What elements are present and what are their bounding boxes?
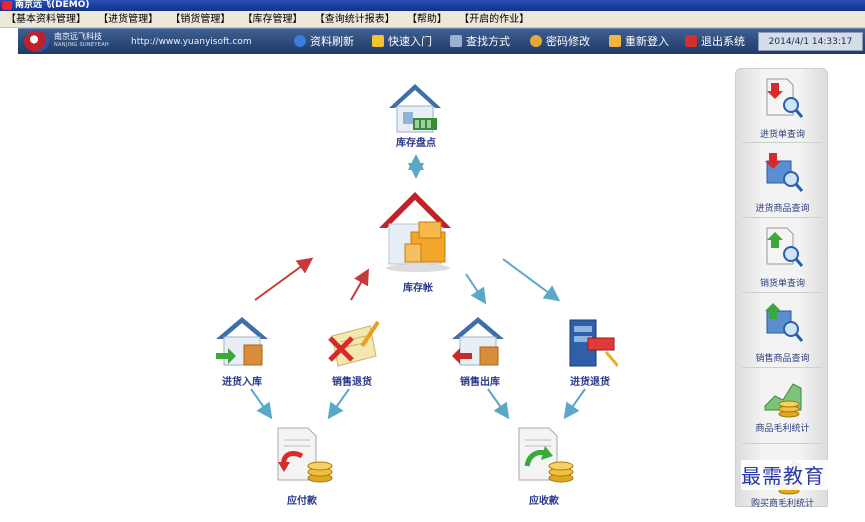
node-sales-out[interactable] <box>448 313 508 373</box>
menu-bar: 【基本资料管理】 【进货管理】 【销货管理】 【库存管理】 【查询统计报表】 【… <box>0 11 865 28</box>
refresh-icon <box>294 35 306 47</box>
sidebar-item-sales-order-query[interactable]: 销货单查询 <box>736 220 829 295</box>
document-coins-receivable-icon <box>518 427 574 483</box>
menu-reports[interactable]: 【查询统计报表】 <box>314 14 395 25</box>
sidebar-divider <box>742 217 822 218</box>
house-inbound-icon <box>216 317 268 366</box>
sidebar-label-buyer-profit-stats: 购买商毛利统计 <box>750 499 814 509</box>
refresh-button[interactable]: 资料刷新 <box>294 33 354 51</box>
warehouse-boxes-icon <box>379 192 451 272</box>
user-key-icon <box>530 35 542 47</box>
arrow-purchase-return-to-receivable <box>563 388 586 420</box>
sidebar-divider <box>742 292 822 293</box>
document-magnifier-icon <box>766 78 803 118</box>
toolbar: 南京远飞科技 NANJING SUNEYEAH http://www.yuany… <box>18 28 865 54</box>
flow-diagram: 库存盘点 库存帐 进货入库 销售退货 <box>0 54 732 507</box>
sidebar-divider <box>742 443 822 444</box>
sidebar-item-purchase-order-query[interactable]: 进货单查询 <box>736 71 829 146</box>
arrow-sales-return-to-account <box>350 268 369 301</box>
search-mode-label: 查找方式 <box>466 35 510 48</box>
label-sales-out: 销售出库 <box>460 377 500 388</box>
sidebar-label-sales-goods-query: 销售商品查询 <box>755 354 810 364</box>
binder-remove-icon <box>569 319 620 367</box>
quick-query-sidebar: 进货单查询 进货商品查询 销货单查询 销售商品查询 <box>735 68 829 509</box>
relogin-button[interactable]: 重新登入 <box>609 33 669 51</box>
sidebar-label-goods-profit-stats: 商品毛利统计 <box>755 424 810 434</box>
sidebar-label-purchase-order-query: 进货单查询 <box>759 130 805 140</box>
chart-coins-icon <box>764 383 802 418</box>
node-inventory-account[interactable] <box>375 184 461 274</box>
arrow-purchase-in-to-payable <box>250 388 273 420</box>
node-inventory-count[interactable] <box>385 78 445 156</box>
label-sales-return: 销售退货 <box>332 377 372 388</box>
sidebar-label-purchase-goods-query: 进货商品查询 <box>755 204 810 214</box>
arrow-sales-return-to-payable <box>327 388 350 420</box>
quick-start-label: 快速入门 <box>388 35 432 48</box>
refresh-label: 资料刷新 <box>310 35 354 48</box>
menu-inventory[interactable]: 【库存管理】 <box>242 14 303 25</box>
menu-sales[interactable]: 【销货管理】 <box>170 14 231 25</box>
company-website: http://www.yuanyisoft.com <box>131 37 252 47</box>
relogin-label: 重新登入 <box>625 35 669 48</box>
arrow-account-to-sales-out <box>465 273 487 305</box>
menu-open-jobs[interactable]: 【开启的作业】 <box>459 14 530 25</box>
menu-basic-data[interactable]: 【基本资料管理】 <box>6 14 86 25</box>
company-block: 南京远飞科技 NANJING SUNEYEAH <box>54 32 109 49</box>
company-english-name: NANJING SUNEYEAH <box>54 42 109 48</box>
arrow-sales-out-to-receivable <box>487 388 510 420</box>
change-password-button[interactable]: 密码修改 <box>530 33 590 51</box>
house-outbound-icon <box>452 317 504 366</box>
sidebar-label-sales-order-query: 销货单查询 <box>759 279 805 289</box>
sidebar-item-purchase-goods-query[interactable]: 进货商品查询 <box>736 145 829 220</box>
search-icon <box>450 35 462 47</box>
label-inventory-account: 库存帐 <box>403 283 433 294</box>
node-purchase-return[interactable] <box>562 314 620 372</box>
label-payable: 应付款 <box>287 496 317 507</box>
arrow-purchase-in-to-account <box>254 257 314 301</box>
login-icon <box>609 35 621 47</box>
label-receivable: 应收款 <box>529 496 559 507</box>
exit-label: 退出系统 <box>701 35 745 48</box>
menu-purchase[interactable]: 【进货管理】 <box>98 14 159 25</box>
sidebar-item-sales-goods-query[interactable]: 销售商品查询 <box>736 295 829 370</box>
window-title-bar: 南京远飞(DEMO) <box>0 0 865 11</box>
search-mode-button[interactable]: 查找方式 <box>450 33 510 51</box>
sidebar-divider <box>742 367 822 368</box>
label-purchase-return: 进货退货 <box>570 377 610 388</box>
node-sales-return[interactable] <box>322 316 382 372</box>
arrow-account-to-purchase-return <box>502 258 561 302</box>
node-purchase-in[interactable] <box>214 313 270 373</box>
sidebar-divider <box>742 142 822 143</box>
app-icon <box>2 1 12 10</box>
change-password-label: 密码修改 <box>546 35 590 48</box>
node-receivable[interactable] <box>513 426 577 488</box>
watermark-text: 最需教育 <box>741 460 865 490</box>
label-purchase-in: 进货入库 <box>222 377 262 388</box>
sidebar-item-goods-profit-stats[interactable]: 商品毛利统计 <box>736 370 829 445</box>
house-icon <box>389 84 441 133</box>
node-payable[interactable] <box>272 426 336 488</box>
exit-button[interactable]: 退出系统 <box>685 33 745 51</box>
flow-connectors <box>250 154 586 420</box>
document-cancel-icon <box>328 320 380 367</box>
datetime-display: 2014/4/1 14:33:17 <box>758 32 863 51</box>
box-magnifier-down-icon <box>765 153 803 192</box>
company-logo <box>24 31 49 52</box>
document-magnifier-up-icon <box>766 227 803 267</box>
help-icon <box>372 35 384 47</box>
company-name: 南京远飞科技 <box>54 32 102 41</box>
label-inventory-count: 库存盘点 <box>396 138 436 149</box>
quick-start-button[interactable]: 快速入门 <box>372 33 432 51</box>
window-title: 南京远飞(DEMO) <box>15 0 90 10</box>
exit-icon <box>685 35 697 47</box>
box-magnifier-up-icon <box>765 303 803 342</box>
document-coins-payable-icon <box>277 427 333 483</box>
menu-help[interactable]: 【帮助】 <box>406 14 447 25</box>
